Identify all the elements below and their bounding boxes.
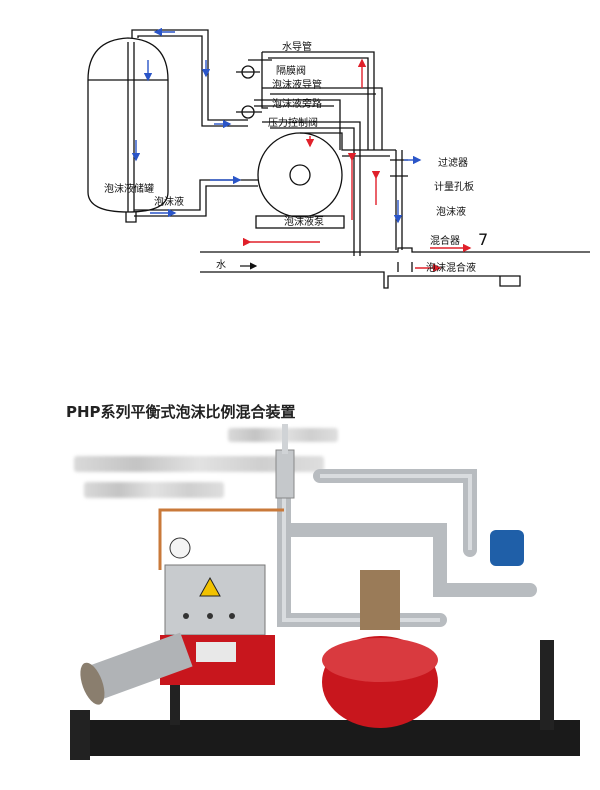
label-orifice-plate: 计量孔板	[434, 182, 474, 193]
blurred-text-line	[74, 456, 324, 472]
foam-system-schematic	[87, 27, 590, 289]
label-foam-pump: 泡沫液泵	[284, 217, 324, 228]
photo-title: PHP系列平衡式泡沫比例混合装置	[66, 403, 296, 421]
label-foam-tank: 泡沫液储罐	[104, 184, 154, 195]
label-filter: 过滤器	[438, 158, 468, 169]
label-pressure-control-valve: 压力控制阀	[268, 118, 318, 129]
foam-pump-shape	[257, 132, 343, 218]
label-mixer-tag: 7	[478, 230, 489, 249]
label-foam-liquid-left: 泡沫液	[154, 197, 184, 208]
label-mixer: 混合器	[430, 236, 460, 247]
equipment-photo	[70, 424, 580, 760]
label-foam-bypass: 泡沫液旁路	[272, 99, 322, 110]
label-foam-mixture: 泡沫混合液	[426, 263, 476, 274]
blurred-text-line	[84, 482, 224, 498]
label-foam-liquid-right: 泡沫液	[436, 207, 466, 218]
high-voltage-warning-icon	[199, 576, 221, 597]
label-foam-guide-pipe: 泡沫液导管	[272, 80, 322, 91]
label-water-guide-pipe: 水导管	[282, 42, 312, 53]
label-water: 水	[216, 260, 226, 271]
label-diaphragm-valve: 隔膜阀	[276, 66, 306, 77]
